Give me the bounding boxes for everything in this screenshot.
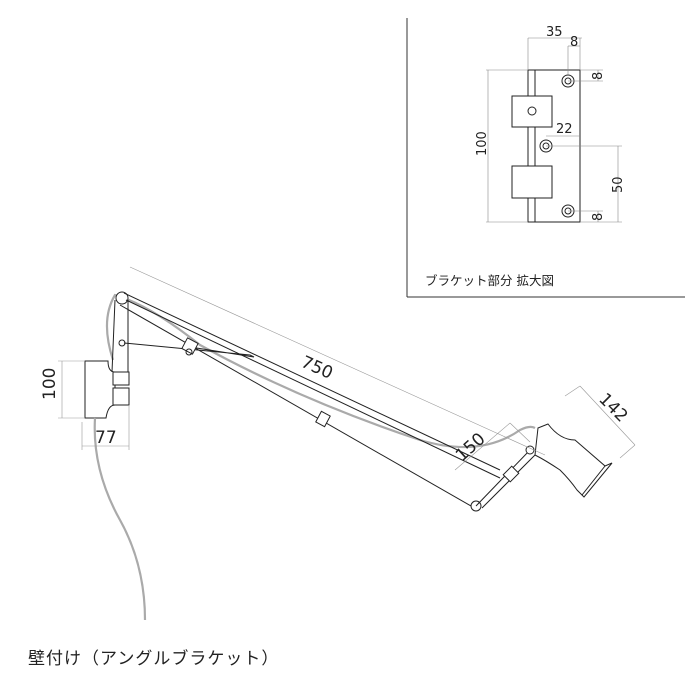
inset-caption: ブラケット部分 拡大図 — [425, 273, 554, 288]
lamp-arm — [111, 291, 613, 512]
dim-100: 100 — [40, 368, 60, 400]
dim-35: 35 — [546, 25, 563, 40]
main-dim-lines — [58, 266, 636, 471]
inset-dim-lines — [486, 37, 622, 223]
inset-frame — [406, 18, 685, 298]
cord — [93, 293, 536, 621]
dim-750: 750 — [298, 352, 336, 383]
dim-77: 77 — [95, 428, 117, 448]
inset-bracket — [511, 69, 581, 223]
inset-dim-labels: 35 8 8 100 22 50 8 — [475, 25, 626, 221]
dim-150: 150 — [452, 429, 489, 466]
dim-22: 22 — [556, 122, 573, 137]
dim-8-bottom: 8 — [591, 213, 606, 221]
dim-50: 50 — [611, 176, 626, 193]
dim-142: 142 — [594, 389, 631, 426]
dim-8-top-y: 8 — [591, 72, 606, 80]
dim-100-inset: 100 — [475, 131, 490, 156]
wall-bracket — [84, 360, 130, 419]
figure-caption: 壁付け（アングルブラケット） — [28, 649, 280, 669]
dim-8-top-x: 8 — [570, 35, 578, 50]
